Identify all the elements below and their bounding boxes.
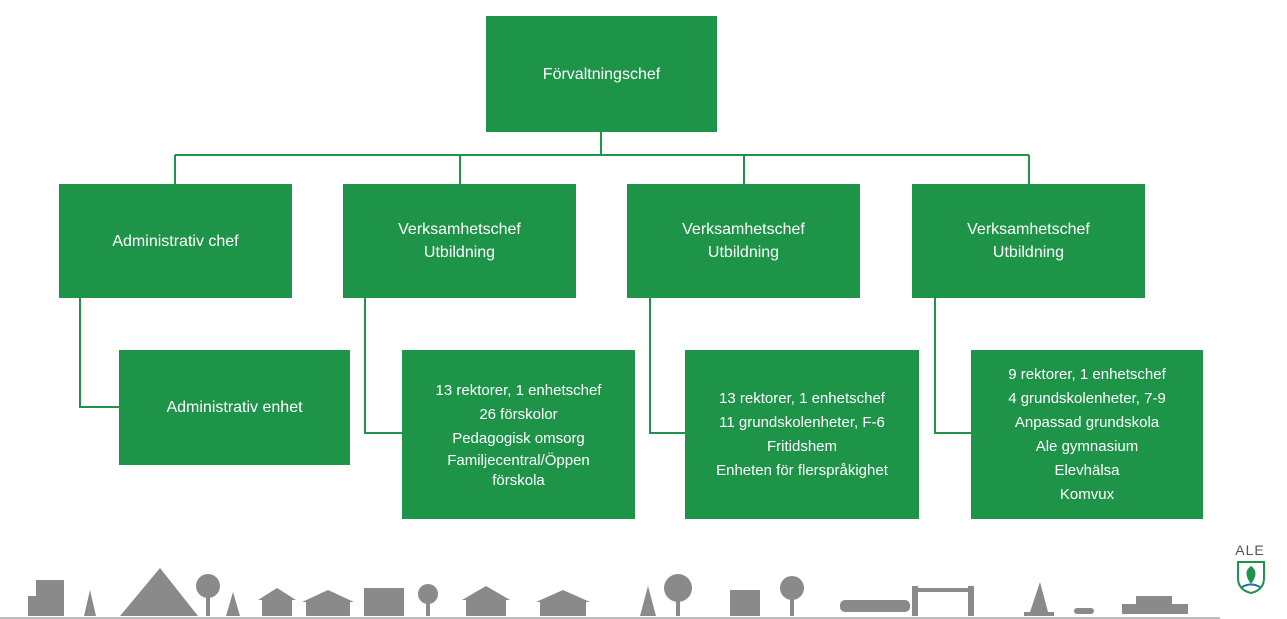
building-icon: [28, 596, 40, 616]
unit-label-line: Ale gymnasium: [1035, 437, 1139, 455]
house-icon: [262, 598, 292, 616]
ale-leaf-emblem-icon: [1237, 561, 1265, 594]
tree-icon: [226, 592, 240, 616]
unit-box-grundskola-f6: 13 rektorer, 1 enhetschef 11 grundskolen…: [685, 350, 919, 519]
house-icon: [540, 600, 586, 616]
unit-label-line: 4 grundskolenheter, 7-9: [1008, 389, 1166, 407]
unit-label-line: Administrativ enhet: [166, 399, 303, 416]
manager-label-line: Verksamhetschef: [398, 221, 521, 238]
unit-label-line: Elevhälsa: [1054, 461, 1120, 479]
tree-icon: [664, 574, 692, 602]
bridge-icon: [912, 586, 918, 616]
train-icon: [840, 600, 910, 612]
manager-label-line: Verksamhetschef: [967, 221, 1090, 238]
unit-label-line: Familjecentral/Öppen: [447, 451, 590, 469]
mountain-icon: [120, 568, 198, 616]
unit-label-line: förskola: [492, 471, 545, 489]
unit-label-line: Fritidshem: [766, 437, 837, 455]
manager-label-line: Utbildning: [707, 244, 780, 261]
unit-label-line: Komvux: [1059, 485, 1115, 503]
building-icon: [730, 590, 760, 616]
manager-label-line: Administrativ chef: [112, 232, 239, 250]
manager-box-verksamhetschef-1: Verksamhetschef Utbildning: [343, 184, 576, 298]
unit-box-administrativ-enhet: Administrativ enhet: [119, 350, 350, 465]
org-connector-lines: [79, 132, 1030, 434]
building-icon: [36, 580, 64, 616]
manager-box-administrativ-chef: Administrativ chef: [59, 184, 292, 298]
unit-box-grundskola-7-9: 9 rektorer, 1 enhetschef 4 grundskolenhe…: [971, 350, 1203, 519]
unit-label-line: Anpassad grundskola: [1014, 413, 1160, 431]
unit-label-line: Pedagogisk omsorg: [452, 429, 585, 447]
building-icon: [364, 588, 404, 616]
manager-label-line: Utbildning: [423, 244, 496, 261]
unit-label-line: 13 rektorer, 1 enhetschef: [719, 389, 885, 407]
tree-icon: [196, 574, 220, 598]
unit-label-line: Enheten för flerspråkighet: [716, 461, 888, 479]
ferry-icon: [1122, 604, 1188, 614]
manager-box-verksamhetschef-2: Verksamhetschef Utbildning: [627, 184, 860, 298]
unit-label-line: 11 grundskolenheter, F-6: [719, 413, 885, 431]
unit-label-line: 26 förskolor: [479, 405, 558, 423]
sailboat-icon: [1030, 582, 1048, 612]
unit-label-line: 13 rektorer, 1 enhetschef: [435, 381, 602, 399]
tree-icon: [780, 576, 804, 600]
unit-label-line: 9 rektorer, 1 enhetschef: [1008, 365, 1166, 383]
manager-box-verksamhetschef-3: Verksamhetschef Utbildning: [912, 184, 1145, 298]
house-icon: [306, 600, 350, 616]
unit-box-forskolor: 13 rektorer, 1 enhetschef 26 förskolor P…: [402, 350, 635, 519]
skyline-illustration: [0, 568, 1220, 619]
house-icon: [466, 598, 506, 616]
tree-icon: [418, 584, 438, 604]
ale-logo-text: ALE: [1235, 542, 1265, 558]
tree-icon: [640, 586, 656, 616]
tree-icon: [84, 590, 96, 616]
root-box-forvaltningschef: Förvaltningschef: [486, 16, 717, 132]
boat-icon: [1074, 608, 1094, 614]
manager-label-line: Utbildning: [992, 244, 1065, 261]
root-label-line: Förvaltningschef: [542, 65, 661, 83]
manager-label-line: Verksamhetschef: [682, 221, 805, 238]
